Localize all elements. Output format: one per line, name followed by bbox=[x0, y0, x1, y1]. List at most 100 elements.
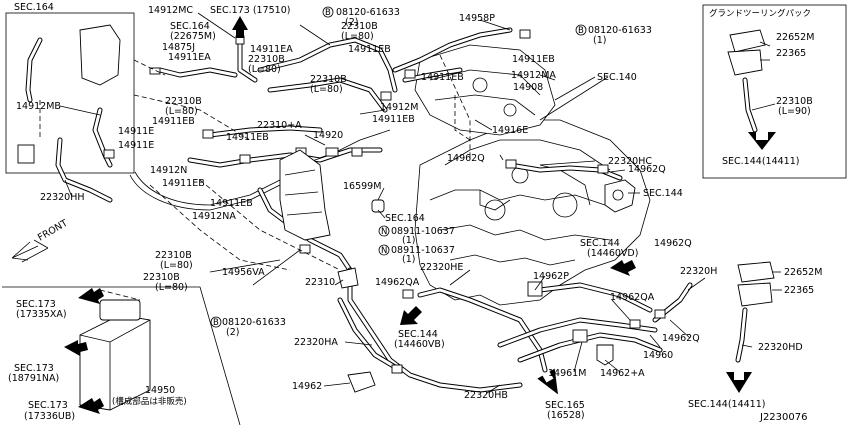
label-14916e: 14916E bbox=[492, 125, 528, 136]
label-box-17335xa-b: (17335XA) bbox=[16, 309, 67, 320]
front-arrow bbox=[11, 239, 49, 263]
label-l80-c: (L=80) bbox=[310, 84, 343, 95]
label-l80-b: (L=80) bbox=[248, 64, 281, 75]
label-14912mb: 14912MB bbox=[16, 101, 61, 112]
arrow-sec144-14460vb bbox=[400, 306, 422, 325]
engine-outline bbox=[414, 119, 651, 306]
label-22310: 22310 bbox=[305, 277, 335, 288]
arrow-box-17335xa bbox=[78, 288, 104, 304]
nut-marker-2: N bbox=[378, 244, 390, 256]
label-14912mc: 14912MC bbox=[148, 5, 193, 16]
label-14962qa-1: 14962QA bbox=[375, 277, 420, 288]
label-l80-e: (L=80) bbox=[160, 260, 193, 271]
dashed-leaders bbox=[39, 54, 471, 301]
label-14962q-4: 14962Q bbox=[662, 333, 700, 344]
label-inset-22365: 22365 bbox=[776, 48, 806, 59]
label-14912na: 14912NA bbox=[192, 211, 236, 222]
bolt-marker-top2-letter: B bbox=[578, 26, 584, 36]
label-inset-l90: (L=90) bbox=[778, 106, 811, 117]
label-22310a: 22310+A bbox=[257, 120, 302, 131]
label-22320h: 22320H bbox=[680, 266, 717, 277]
sensor-22365 bbox=[737, 282, 773, 307]
label-14912m: 14912M bbox=[380, 102, 418, 113]
label-14960: 14960 bbox=[643, 350, 673, 361]
label-inset-22310b: 22310B bbox=[776, 96, 813, 107]
bolt-marker-top1: B bbox=[322, 6, 334, 18]
label-22652m: 22652M bbox=[784, 267, 822, 278]
label-bolt-low: 08120-61633 bbox=[222, 317, 286, 328]
label-14911eb-l: 14911EB bbox=[152, 116, 195, 127]
label-bolt-top1-qty: (2) bbox=[345, 17, 358, 28]
leader-lines bbox=[59, 12, 782, 394]
label-inset-22652m: 22652M bbox=[776, 32, 814, 43]
label-sec144-r: SEC.144 bbox=[643, 188, 683, 199]
label-22310b-e: 22310B bbox=[155, 250, 192, 261]
bracket-22652m bbox=[737, 261, 775, 283]
bracket-14956va bbox=[279, 149, 331, 241]
label-22310b-a: 22310B bbox=[341, 21, 378, 32]
grand-touring-inset-frame bbox=[702, 4, 847, 179]
label-22320he: 22320HE bbox=[420, 262, 463, 273]
label-bolt-top2-qty: (1) bbox=[593, 35, 606, 46]
label-sec164-c: SEC.164 bbox=[385, 213, 425, 224]
label-sec173-17510: SEC.173 (17510) bbox=[210, 5, 290, 16]
label-22365: 22365 bbox=[784, 285, 814, 296]
label-22320hh: 22320HH bbox=[40, 192, 85, 203]
fastener-markers: B B B N N bbox=[210, 6, 587, 328]
bolt-marker-top2: B bbox=[575, 24, 587, 36]
label-14962: 14962 bbox=[292, 381, 322, 392]
label-22310b-b: 22310B bbox=[248, 54, 285, 65]
label-inset-sec144: SEC.144(14411) bbox=[722, 156, 799, 167]
label-14962qa-2: 14962QA bbox=[610, 292, 655, 303]
label-sec140: SEC.140 bbox=[597, 72, 637, 83]
bolt-marker-top1-letter: B bbox=[325, 8, 331, 18]
label-sec164-box-title: SEC.164 bbox=[14, 2, 54, 13]
inset-bracket-22652m bbox=[729, 29, 766, 53]
label-22310b-d: 22310B bbox=[165, 96, 202, 107]
label-14962a: 14962+A bbox=[600, 368, 645, 379]
label-box-18791na-b: (18791NA) bbox=[8, 373, 59, 384]
frames bbox=[2, 4, 847, 425]
label-14911e-2: 14911E bbox=[118, 140, 154, 151]
label-14911eb-l2: 14911EB bbox=[162, 178, 205, 189]
vacuum-hoses-top bbox=[92, 27, 513, 168]
solenoid-14962q bbox=[604, 179, 636, 213]
label-14911ea-1: 14911EA bbox=[250, 44, 293, 55]
bolt-marker-low: B bbox=[210, 316, 222, 328]
label-14911eb-l3: 14911EB bbox=[210, 198, 253, 209]
label-22320hd: 22320HD bbox=[758, 342, 803, 353]
label-14911eb-r2: 14911EB bbox=[421, 72, 464, 83]
label-14908: 14908 bbox=[513, 82, 543, 93]
label-box-18791na-a: SEC.173 bbox=[14, 363, 54, 374]
canister-14950 bbox=[79, 314, 151, 411]
canister-inset-frame bbox=[2, 286, 241, 425]
label-14920: 14920 bbox=[313, 130, 343, 141]
arrow-sec173-17510 bbox=[232, 16, 248, 38]
arrow-sec144-14460vd bbox=[610, 260, 636, 276]
label-nut2-qty: (1) bbox=[402, 254, 415, 265]
nut-marker-1: N bbox=[378, 225, 390, 237]
label-sec165-b: (16528) bbox=[547, 410, 585, 421]
label-14911ea-2: 14911EA bbox=[168, 52, 211, 63]
label-sec144-14460vd-b: (14460VD) bbox=[587, 248, 638, 259]
arrow-sec165 bbox=[537, 368, 558, 395]
label-l80-f: (L=80) bbox=[155, 282, 188, 293]
label-bolt-top2: 08120-61633 bbox=[588, 25, 652, 36]
label-14956va: 14956VA bbox=[222, 267, 265, 278]
clip-14962a bbox=[596, 344, 614, 366]
nut-marker-1-letter: N bbox=[381, 227, 387, 237]
label-14962q-1: 14962Q bbox=[447, 153, 485, 164]
arrow-sec144-inset bbox=[748, 132, 776, 150]
connectors bbox=[17, 24, 775, 411]
label-22320ha: 22320HA bbox=[294, 337, 338, 348]
label-14950-note: (構成部品は非販売) bbox=[112, 396, 187, 407]
label-14962q-3: 14962Q bbox=[654, 238, 692, 249]
label-14875j: 14875J bbox=[162, 42, 195, 53]
label-14911eb-m: 14911EB bbox=[226, 132, 269, 143]
label-14912ma: 14912MA bbox=[511, 70, 556, 81]
label-14911e-1: 14911E bbox=[118, 126, 154, 137]
engine-block bbox=[414, 44, 651, 306]
label-14911eb-top: 14911EB bbox=[348, 44, 391, 55]
label-22310b-f: 22310B bbox=[143, 272, 180, 283]
